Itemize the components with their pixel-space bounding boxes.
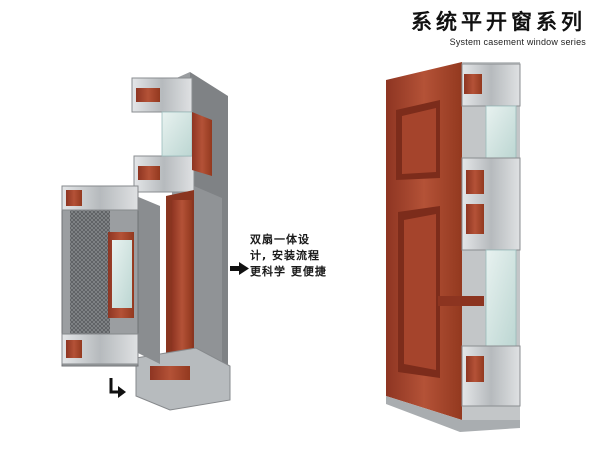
page-title: 系统平开窗系列 <box>411 10 586 34</box>
assembled-top-wood <box>464 74 482 94</box>
screen-bottom-wood <box>66 340 82 358</box>
wood-sash-face <box>172 200 192 360</box>
gray-sash-frame <box>194 186 222 372</box>
caption-line-1: 双扇一体设 <box>250 233 310 246</box>
assembled-lower-glass <box>485 249 517 347</box>
exploded-frame-group <box>61 72 231 411</box>
assembled-window-group <box>386 62 521 432</box>
bottom-sill-wood <box>150 366 190 380</box>
screen-inner-glass <box>112 240 132 308</box>
upper-glass <box>161 111 193 157</box>
bend-arrow-icon <box>109 378 126 398</box>
upper-wood-panel <box>192 112 212 176</box>
right-arrow-icon <box>230 262 249 275</box>
assembled-lower-inner <box>404 214 436 370</box>
caption-line-2: 计, 安装流程 <box>250 249 321 262</box>
screen-mesh <box>70 204 110 344</box>
assembled-upper-inner <box>402 108 436 174</box>
caption-line-3: 更科学 更便捷 <box>250 265 327 278</box>
screen-top-wood <box>66 190 82 206</box>
assembled-base <box>386 396 520 432</box>
assembled-bottom-wood <box>466 356 484 382</box>
assembled-mid-wood <box>466 170 484 194</box>
assembled-upper-glass <box>485 105 517 159</box>
top-profile-2-wood <box>138 166 160 180</box>
page-subtitle: System casement window series <box>449 37 586 47</box>
assembled-handle <box>438 296 484 306</box>
assembled-top-profile <box>461 63 521 107</box>
title-block: 系统平开窗系列 System casement window series <box>411 10 586 48</box>
top-profile-1-wood <box>136 88 160 102</box>
screen-sash-side <box>136 196 160 364</box>
feature-caption: 双扇一体设 计, 安装流程 更科学 更便捷 <box>250 232 350 280</box>
assembled-mid-wood-2 <box>466 204 484 234</box>
